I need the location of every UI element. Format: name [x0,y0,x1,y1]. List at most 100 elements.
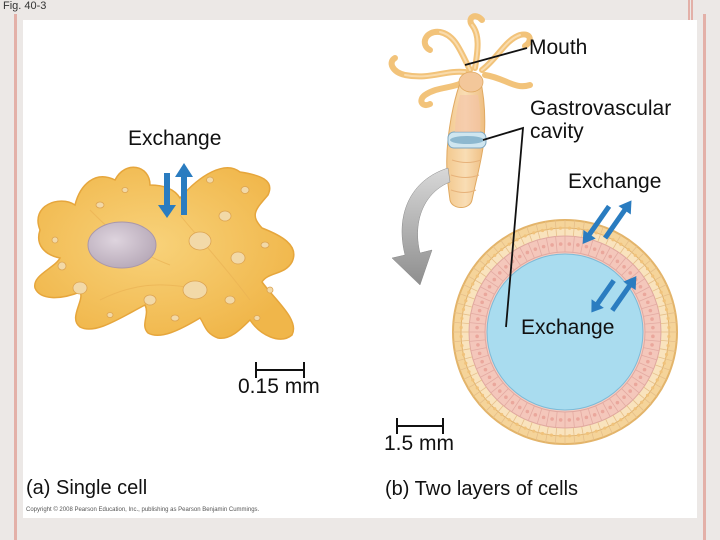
cell-wall [480,286,495,295]
cell-wall [527,243,535,259]
copyright-notice: Copyright © 2008 Pearson Education, Inc.… [26,507,260,513]
cell-wall [517,418,525,434]
cell-wall [463,284,479,292]
cell-wall [647,379,663,389]
cell-wall [631,376,646,386]
cell-nucleus-dot [525,250,530,255]
cell-wall [473,354,489,361]
cell-wall [454,348,471,352]
cell-nucleus-dot [475,325,479,330]
cell-wall [545,221,549,238]
cell-nucleus-dot [611,238,615,242]
cell-wall [469,322,486,325]
cell-wall [643,386,657,397]
cell-wall [609,251,619,266]
cell-nucleus-dot [461,307,466,312]
cell-wall [480,369,495,378]
cell-wall [555,236,558,253]
cell-wall [490,382,504,394]
scale-label-large: 1.5 mm [384,432,455,455]
cell-nucleus-dot [651,386,655,390]
cell-wall [492,245,504,259]
cell-wall [587,240,594,256]
cell-wall [621,388,634,401]
cell-nucleus-dot [550,243,554,247]
cell-wall [572,411,575,428]
cell-nucleus-dot [642,292,647,297]
cell-nucleus-dot [464,299,468,303]
scale-bar-small [255,362,305,378]
cell-nucleus-dot [594,231,598,235]
cell-wall [644,322,661,325]
cell-wall [535,223,541,240]
cell-wall [612,234,622,250]
cell-wall [454,312,471,316]
cell-wall [619,240,630,254]
cell-nucleus-dot [504,395,508,400]
cell-wall [485,252,498,265]
cell-nucleus-dot [532,231,536,235]
cell-wall [511,251,521,266]
cell-nucleus-dot [500,412,504,417]
cell-nucleus-dot [662,361,666,365]
cell-wall [456,356,473,362]
gastrovascular-label-line2: cavity [530,120,584,143]
cell-nucleus-dot [460,316,464,321]
cell-nucleus-dot [646,300,650,305]
cell-wall [597,422,604,438]
cell-nucleus-dot [477,351,482,356]
cell-wall [572,220,576,237]
cell-nucleus-dot [558,226,563,230]
exchange-label-single-cell: Exchange [128,127,222,150]
cell-wall [478,259,492,271]
cell-wall [635,369,650,378]
cell-nucleus-dot [592,413,597,417]
cell-nucleus-dot [622,264,626,269]
cell-nucleus-dot [650,317,654,321]
hydra [388,13,533,208]
cell-nucleus-dot [615,259,620,264]
cell-wall [473,267,487,278]
cell-nucleus-dot [585,228,590,233]
cell-wall [476,294,492,302]
cell-wall [659,348,676,352]
cell-nucleus-dot [549,433,554,437]
cell-wall [496,263,509,276]
cell-wall [476,362,492,370]
cell-nucleus-dot [517,254,522,259]
cell-nucleus-dot [642,367,647,372]
cell-wall [545,426,549,443]
cell-wall [602,402,611,417]
cell-nucleus-dot [626,412,630,417]
cell-nucleus-dot [475,274,479,278]
cell-wall [580,410,585,427]
cell-nucleus-dot [667,334,671,339]
cell-nucleus-dot [615,400,620,405]
cell-nucleus-dot [655,378,659,382]
cell-nucleus-dot [650,343,654,347]
cell-wall [641,303,657,310]
cell-wall [643,267,657,278]
cell-nucleus-dot [480,300,484,305]
cell-wall [500,410,511,424]
cell-wall [490,270,504,282]
cell-nucleus-dot [475,386,479,390]
cell-nucleus-dot [576,227,581,231]
cell-wall [517,230,525,246]
cell-wall [615,393,627,407]
cell-wall [589,424,595,441]
scale-label-small: 0.15 mm [238,375,320,398]
cell-wall [453,321,470,325]
cell-wall [657,356,674,362]
exchange-arrows-outer [582,200,632,245]
cell-nucleus-dot [497,389,502,393]
cell-wall [655,364,671,371]
cell-nucleus-dot [549,227,554,231]
cell-nucleus-dot [558,242,563,246]
cell-wall [555,411,558,428]
cell-nucleus-dot [651,334,655,339]
cell-wall [605,418,613,434]
cell-nucleus-dot [500,247,504,252]
cell-wall [478,393,492,405]
cell-nucleus-dot [486,400,490,404]
